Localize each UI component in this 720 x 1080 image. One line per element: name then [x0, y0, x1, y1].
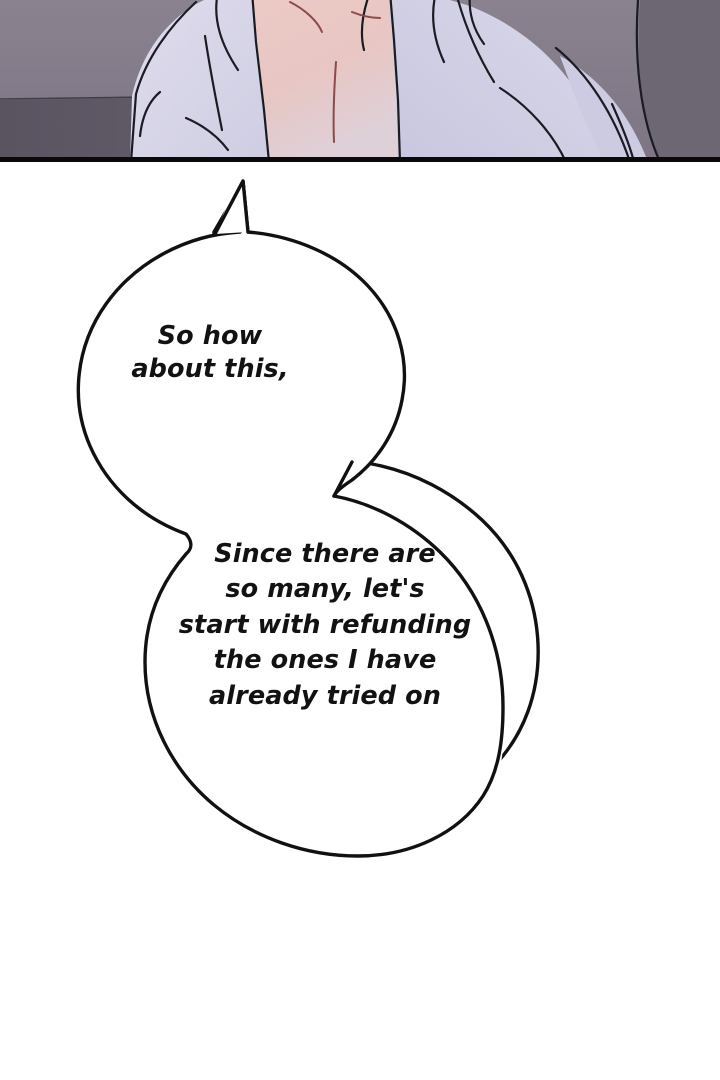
shirt-left-panel [130, 0, 270, 162]
speech-bubbles [70, 178, 540, 858]
character-torso-artwork [0, 0, 720, 162]
art-panel [0, 0, 720, 162]
skin-accent-lines [289, 1, 381, 143]
bubble-2-text: Since there are so many, let's start wit… [178, 539, 472, 711]
chest-skin [248, 0, 400, 162]
panel-divider [0, 157, 720, 162]
bubble-1-outline [76, 179, 407, 536]
bubble-2-outline [143, 494, 505, 858]
bubble-1-tail [213, 179, 250, 236]
bubble-1-text: So how about this, [131, 321, 289, 384]
bubble-junction-right-notch [332, 460, 354, 498]
dialogue-area: So how about this, Since there are so ma… [0, 162, 720, 1080]
lineart [129, 0, 662, 162]
shirt-right-panel [388, 0, 604, 162]
background-right-shadow [638, 0, 720, 162]
